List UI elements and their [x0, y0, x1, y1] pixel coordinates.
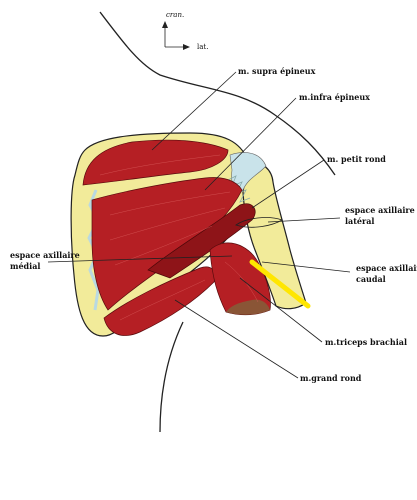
label-teres-minor: m. petit rond	[327, 154, 386, 164]
orientation-indicator: cran. lat.	[162, 11, 208, 51]
label-lateral-space-2: latéral	[345, 216, 374, 226]
label-caudal-space-2: caudal	[356, 274, 386, 284]
supraspinatus-muscle	[82, 139, 229, 186]
label-teres-major: m.grand rond	[300, 373, 362, 383]
label-triceps: m.triceps brachial	[325, 337, 407, 347]
body-contour-dorsal	[99, 11, 336, 176]
muscle-fibres	[99, 154, 259, 321]
leader-lateral-space	[267, 217, 341, 223]
leader-medial-space	[47, 255, 233, 263]
label-medial-space-1: espace axillaire	[10, 250, 80, 260]
leader-teres-major	[174, 299, 299, 379]
body-contour-ventral	[159, 321, 184, 433]
leader-triceps	[239, 277, 323, 343]
teres-minor-muscle	[147, 203, 256, 279]
nerve-highlight	[249, 259, 311, 309]
label-caudal-space-1: espace axillaire	[356, 263, 417, 273]
label-medial-space-2: médial	[10, 261, 40, 271]
leader-teres-minor	[251, 159, 325, 209]
leader-supraspinatus	[151, 71, 237, 151]
lateral-space-ring	[235, 217, 283, 228]
leader-infraspinatus	[204, 97, 297, 191]
lateral-label: lat.	[197, 43, 208, 51]
label-lateral-space-1: espace axillaire	[345, 205, 415, 215]
leader-caudal-space	[261, 261, 351, 273]
triceps-tendon	[226, 299, 270, 315]
label-infraspinatus: m.infra épineux	[299, 92, 370, 102]
cranial-label: cran.	[166, 11, 184, 19]
label-supraspinatus: m. supra épineux	[238, 66, 316, 76]
